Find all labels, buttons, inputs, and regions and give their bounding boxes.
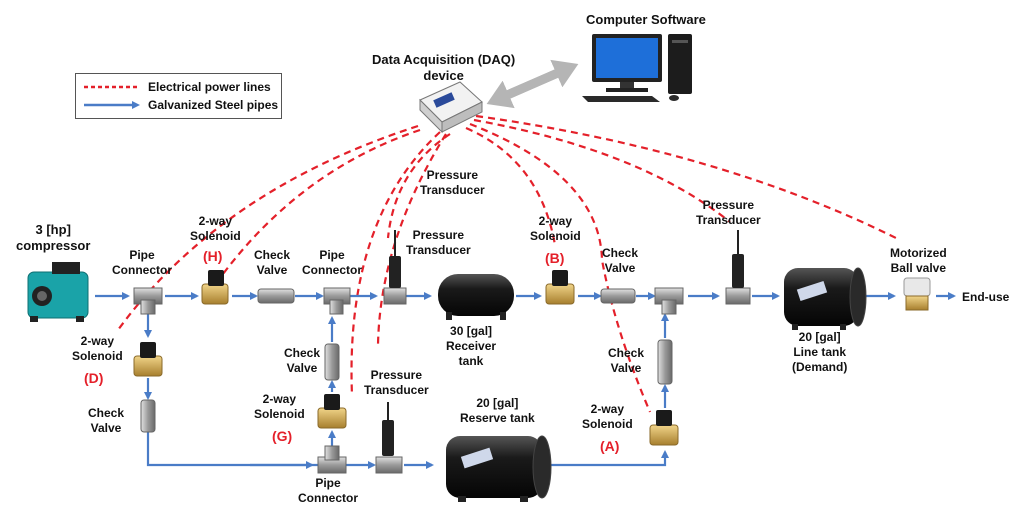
check-valve-a-icon bbox=[657, 339, 673, 385]
solenoid-h-id: (H) bbox=[203, 248, 223, 264]
legend-electrical-swatch bbox=[84, 85, 140, 89]
legend-pipes-label: Galvanized Steel pipes bbox=[148, 98, 279, 112]
wire-daq-solenoid-h bbox=[219, 128, 421, 279]
legend-electrical: Electrical power lines bbox=[84, 78, 271, 96]
check-valve-2-label: Check Valve bbox=[602, 246, 639, 275]
check-valve-2-icon bbox=[600, 288, 636, 304]
pressure-transducer-3-label: Pressure Transducer bbox=[364, 368, 429, 397]
check-valve-a-label: Check Valve bbox=[608, 346, 645, 375]
wire-daq-solenoid-b bbox=[465, 126, 557, 246]
line-tank-label: 20 [gal] Line tank (Demand) bbox=[792, 330, 848, 374]
solenoid-b-id: (B) bbox=[545, 250, 565, 266]
check-valve-d-label: Check Valve bbox=[88, 406, 125, 435]
receiver-tank-icon bbox=[438, 274, 514, 320]
solenoid-d-id: (D) bbox=[84, 370, 104, 386]
solenoid-h-icon bbox=[201, 270, 229, 305]
solenoid-h-label: 2-way Solenoid bbox=[190, 214, 241, 243]
pressure-transducer-top-label: Pressure Transducer bbox=[420, 168, 485, 197]
solenoid-g-icon bbox=[317, 394, 347, 429]
legend-pipes: Galvanized Steel pipes bbox=[84, 96, 278, 114]
pipe-reserve-solenoid-a bbox=[550, 450, 669, 467]
pressure-transducer-3-icon bbox=[375, 402, 403, 474]
end-use-label: End-use bbox=[962, 290, 1010, 304]
reserve-tank-icon bbox=[446, 435, 552, 502]
wire-daq-solenoid-g bbox=[350, 131, 441, 396]
solenoid-a-label: 2-way Solenoid bbox=[582, 402, 633, 431]
check-valve-1-icon bbox=[257, 288, 295, 304]
legend: Electrical power lines Galvanized Steel … bbox=[75, 73, 282, 119]
motorized-ball-valve-icon bbox=[903, 277, 931, 311]
computer-software-label: Computer Software bbox=[586, 12, 706, 27]
pipe-connector-3-label: Pipe Connector bbox=[298, 476, 358, 505]
pipe-connector-2-label: Pipe Connector bbox=[302, 248, 362, 277]
legend-pipes-swatch bbox=[84, 101, 140, 109]
solenoid-g-id: (G) bbox=[272, 428, 293, 444]
solenoid-b-icon bbox=[545, 270, 575, 305]
legend-electrical-label: Electrical power lines bbox=[148, 80, 271, 94]
wire-daq-ball-valve bbox=[475, 114, 901, 241]
electrical-lines bbox=[117, 114, 901, 413]
pipe-check-d-bottom bbox=[146, 432, 320, 467]
pressure-transducer-1-icon bbox=[383, 230, 407, 305]
compressor-icon bbox=[27, 262, 89, 322]
wire-daq-transducer-1 bbox=[386, 133, 451, 239]
solenoid-a-icon bbox=[649, 410, 679, 446]
pipe-connector-1-icon bbox=[133, 287, 163, 315]
wire-daq-transducer-2 bbox=[473, 118, 731, 223]
solenoid-d-icon bbox=[133, 342, 163, 377]
pressure-transducer-2-icon bbox=[725, 230, 751, 305]
wire-daq-transducer-3 bbox=[376, 133, 447, 346]
solenoid-g-label: 2-way Solenoid bbox=[254, 392, 305, 421]
wire-daq-solenoid-d bbox=[117, 124, 419, 331]
receiver-tank-label: 30 [gal] Receiver tank bbox=[446, 324, 497, 368]
pipe-connector-3-icon bbox=[317, 445, 347, 474]
daq-device-label: Data Acquisition (DAQ) device bbox=[372, 52, 516, 84]
wire-daq-solenoid-a bbox=[469, 122, 652, 413]
pipes bbox=[95, 292, 956, 469]
reserve-tank-label: 20 [gal] Reserve tank bbox=[460, 396, 535, 425]
check-valve-g-label: Check Valve bbox=[284, 346, 321, 375]
ball-valve-label: Motorized Ball valve bbox=[890, 246, 947, 275]
check-valve-g-icon bbox=[324, 343, 340, 381]
solenoid-b-label: 2-way Solenoid bbox=[530, 214, 581, 243]
check-valve-d-icon bbox=[140, 399, 156, 433]
line-tank-icon bbox=[784, 267, 867, 330]
pipe-connector-4-icon bbox=[654, 287, 684, 315]
pressure-transducer-1-label: Pressure Transducer bbox=[406, 228, 471, 257]
bidirectional-arrow-back bbox=[486, 67, 562, 109]
computer-icon bbox=[582, 34, 692, 102]
pipe-connector-2-icon bbox=[323, 287, 351, 315]
solenoid-a-id: (A) bbox=[600, 438, 620, 454]
daq-device-icon bbox=[419, 81, 483, 134]
pressure-transducer-2-label: Pressure Transducer bbox=[696, 198, 761, 227]
compressor-label: 3 [hp] compressor bbox=[16, 222, 91, 254]
solenoid-d-label: 2-way Solenoid bbox=[72, 334, 123, 363]
check-valve-1-label: Check Valve bbox=[254, 248, 291, 277]
pipe-connector-1-label: Pipe Connector bbox=[112, 248, 172, 277]
